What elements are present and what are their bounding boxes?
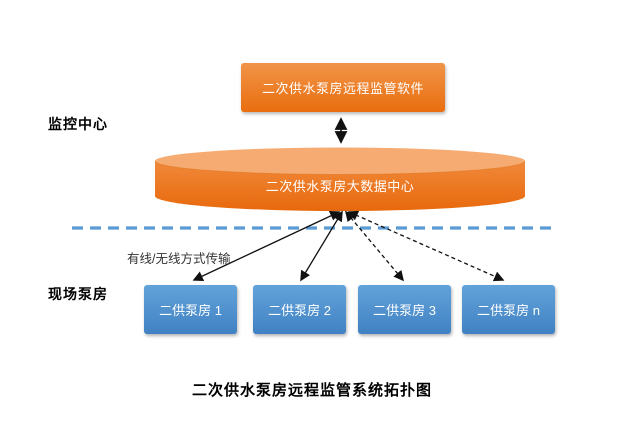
pump-room-box-2: 二供泵房 2 bbox=[253, 285, 346, 334]
link-pump-2 bbox=[300, 210, 343, 282]
software-box-label: 二次供水泵房远程监管软件 bbox=[261, 81, 424, 96]
monitoring-center-label: 监控中心 bbox=[48, 116, 108, 132]
link-pump-3 bbox=[344, 210, 405, 282]
link-pump-n bbox=[347, 210, 505, 282]
pump-room-n-label: 二供泵房 n bbox=[477, 303, 540, 318]
diagram-caption: 二次供水泵房远程监管系统拓扑图 bbox=[191, 382, 432, 399]
pump-room-1-label: 二供泵房 1 bbox=[159, 303, 222, 318]
link-pump-1 bbox=[192, 211, 341, 281]
transmission-label: 有线/无线方式传输 bbox=[127, 252, 231, 266]
pump-room-box-n: 二供泵房 n bbox=[462, 285, 555, 334]
field-pump-rooms-label: 现场泵房 bbox=[48, 286, 108, 302]
data-center-cylinder bbox=[154, 147, 526, 211]
pump-room-3-label: 二供泵房 3 bbox=[373, 303, 436, 318]
software-box: 二次供水泵房远程监管软件 bbox=[241, 63, 445, 112]
pump-room-box-3: 二供泵房 3 bbox=[358, 285, 451, 334]
pump-room-2-label: 二供泵房 2 bbox=[268, 303, 331, 318]
pump-room-box-1: 二供泵房 1 bbox=[144, 285, 237, 334]
data-center-label: 二次供水泵房大数据中心 bbox=[265, 178, 415, 194]
